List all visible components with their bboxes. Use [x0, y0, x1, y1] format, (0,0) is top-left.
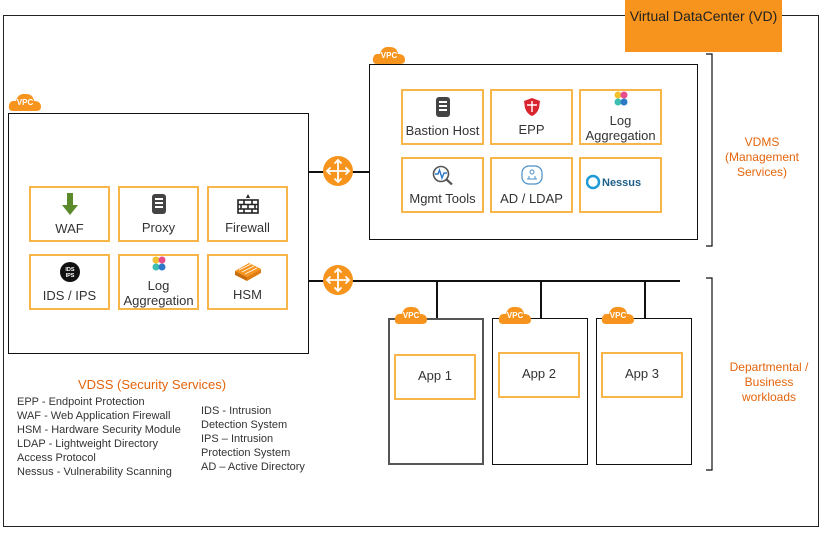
legend-entry: WAF - Web Application Firewall — [17, 410, 171, 422]
workload-drop-line — [644, 280, 646, 318]
tile-label: Mgmt Tools — [409, 190, 476, 206]
app-3: App 3 — [601, 352, 683, 398]
legend-entry: HSM - Hardware Security Module — [17, 424, 181, 436]
bastion-host-icon — [434, 96, 452, 120]
legend-entry: IPS – Intrusion Protection System — [201, 433, 291, 459]
hsm-icon — [233, 262, 263, 284]
vpc-cloud-icon: VPC — [394, 304, 428, 326]
vdms-tile-ad-ldap: AD / LDAP — [490, 157, 573, 213]
tile-label: IDS / IPS — [42, 287, 97, 303]
mgmt-tools-icon — [432, 165, 454, 188]
nessus-icon: Nessus — [585, 174, 656, 193]
vpc-badge-text: VPC — [380, 51, 398, 60]
vdms-tile-bastion-host: Bastion Host — [401, 89, 484, 145]
vdms-label: VDMS (Management Services) — [724, 135, 800, 179]
brackets — [706, 53, 713, 471]
tile-label: Firewall — [225, 219, 270, 235]
legend-entry: LDAP - Lightweight Directory Access Prot… — [17, 438, 159, 464]
router-icon — [323, 265, 353, 295]
legend-entry: Nessus - Vulnerability Scanning — [17, 466, 172, 478]
tile-label: Log Aggregation — [585, 113, 656, 143]
app-1: App 1 — [394, 354, 476, 400]
legend-entry: EPP - Endpoint Protection — [17, 396, 145, 408]
vpc-badge-text: VPC — [609, 311, 627, 320]
legend-left: EPP - Endpoint Protection WAF - Web Appl… — [17, 395, 187, 479]
vdss-tile-waf: WAF — [29, 186, 110, 242]
vpc-cloud-icon: VPC — [498, 304, 532, 326]
workload-bus-line — [337, 280, 680, 282]
tile-label: Proxy — [141, 219, 176, 235]
vpc-cloud-icon: VPC — [8, 91, 42, 113]
vdss-title: VDSS (Security Services) — [78, 377, 227, 392]
firewall-icon — [236, 193, 260, 217]
router-icon — [323, 156, 353, 186]
vpc-badge-text: VPC — [16, 98, 34, 107]
tile-label: Bastion Host — [405, 122, 480, 138]
svg-text:Nessus: Nessus — [602, 177, 641, 189]
vpc-cloud-icon: VPC — [601, 304, 635, 326]
vdss-tile-proxy: Proxy — [118, 186, 199, 242]
tile-label: WAF — [55, 220, 84, 236]
vdss-tile-firewall: Firewall — [207, 186, 288, 242]
svg-text:IDS: IDS — [65, 267, 75, 273]
app-2: App 2 — [498, 352, 580, 398]
vdms-tile-epp: EPP — [490, 89, 573, 145]
vdms-tile-log-aggregation: Log Aggregation — [579, 89, 662, 145]
legend-entry: AD – Active Directory — [201, 461, 305, 473]
svg-text:IPS: IPS — [65, 273, 74, 279]
log-aggregation-icon — [612, 91, 630, 110]
virtual-datacenter-label: Virtual DataCenter (VD) — [625, 0, 782, 52]
tile-label: EPP — [518, 121, 545, 137]
vdss-tile-hsm: HSM — [207, 254, 288, 310]
vdms-tile-mgmt-tools: Mgmt Tools — [401, 157, 484, 213]
workload-drop-line — [436, 280, 438, 318]
vdss-tile-log-aggregation: Log Aggregation — [118, 254, 199, 310]
proxy-icon — [150, 193, 168, 217]
tile-label: Log Aggregation — [123, 278, 194, 308]
vdms-tile-nessus: NessusNessus — [579, 157, 662, 213]
vpc-badge-text: VPC — [402, 311, 420, 320]
tile-label: HSM — [233, 286, 262, 302]
waf-icon — [61, 192, 79, 218]
virtual-datacenter-frame — [3, 15, 819, 527]
legend-right: IDS - Intrusion Detection System IPS – I… — [201, 404, 317, 474]
vpc-badge-text: VPC — [506, 311, 524, 320]
epp-shield-icon — [523, 97, 540, 119]
legend-entry: IDS - Intrusion Detection System — [201, 405, 288, 431]
tile-label: AD / LDAP — [500, 190, 563, 206]
workload-drop-line — [540, 280, 542, 318]
workload-label: Departmental / Business workloads — [729, 360, 809, 404]
ad-ldap-icon — [520, 164, 543, 188]
vpc-cloud-icon: VPC — [372, 44, 406, 66]
log-aggregation-icon — [150, 256, 168, 275]
